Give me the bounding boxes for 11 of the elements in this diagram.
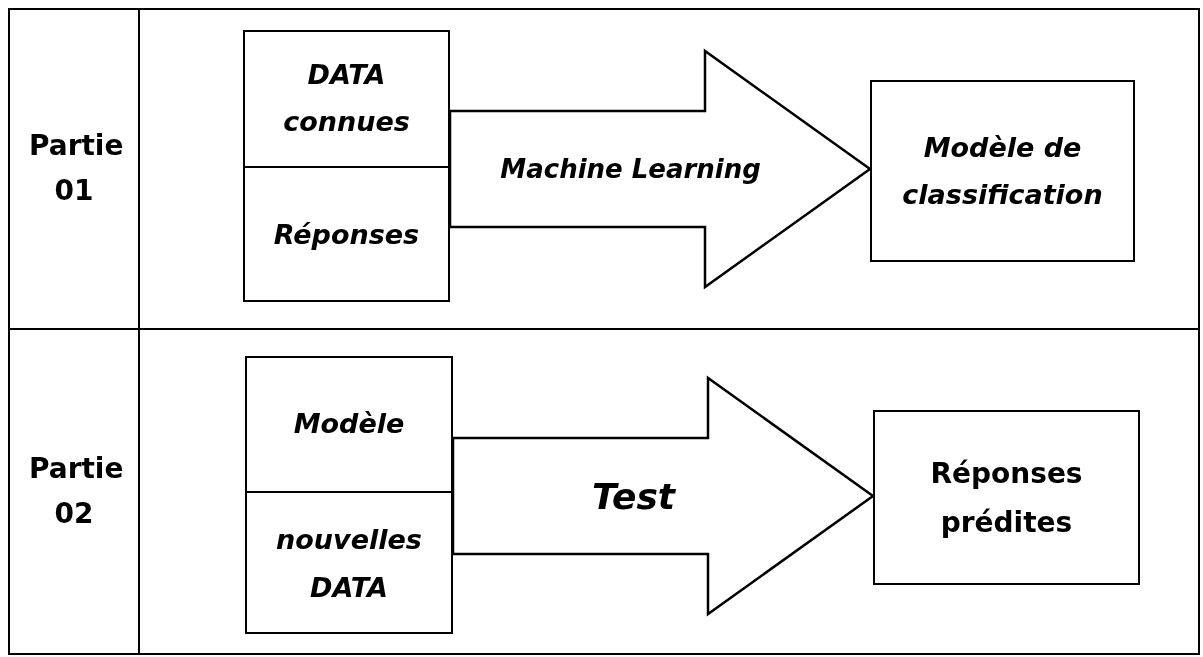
node-text: Réponses: [273, 218, 420, 253]
node-text: nouvelles DATA: [275, 523, 423, 605]
split-box: [243, 30, 450, 302]
node-text: Modèle de classification: [901, 130, 1104, 212]
node-text: Modèle: [293, 406, 405, 441]
split-box: [245, 356, 453, 634]
node-text: Réponses prédites: [929, 455, 1084, 541]
process-box: [870, 80, 1135, 262]
block-arrow: [451, 375, 876, 617]
node-text: DATA connues: [282, 57, 411, 139]
process-box: [873, 410, 1140, 585]
